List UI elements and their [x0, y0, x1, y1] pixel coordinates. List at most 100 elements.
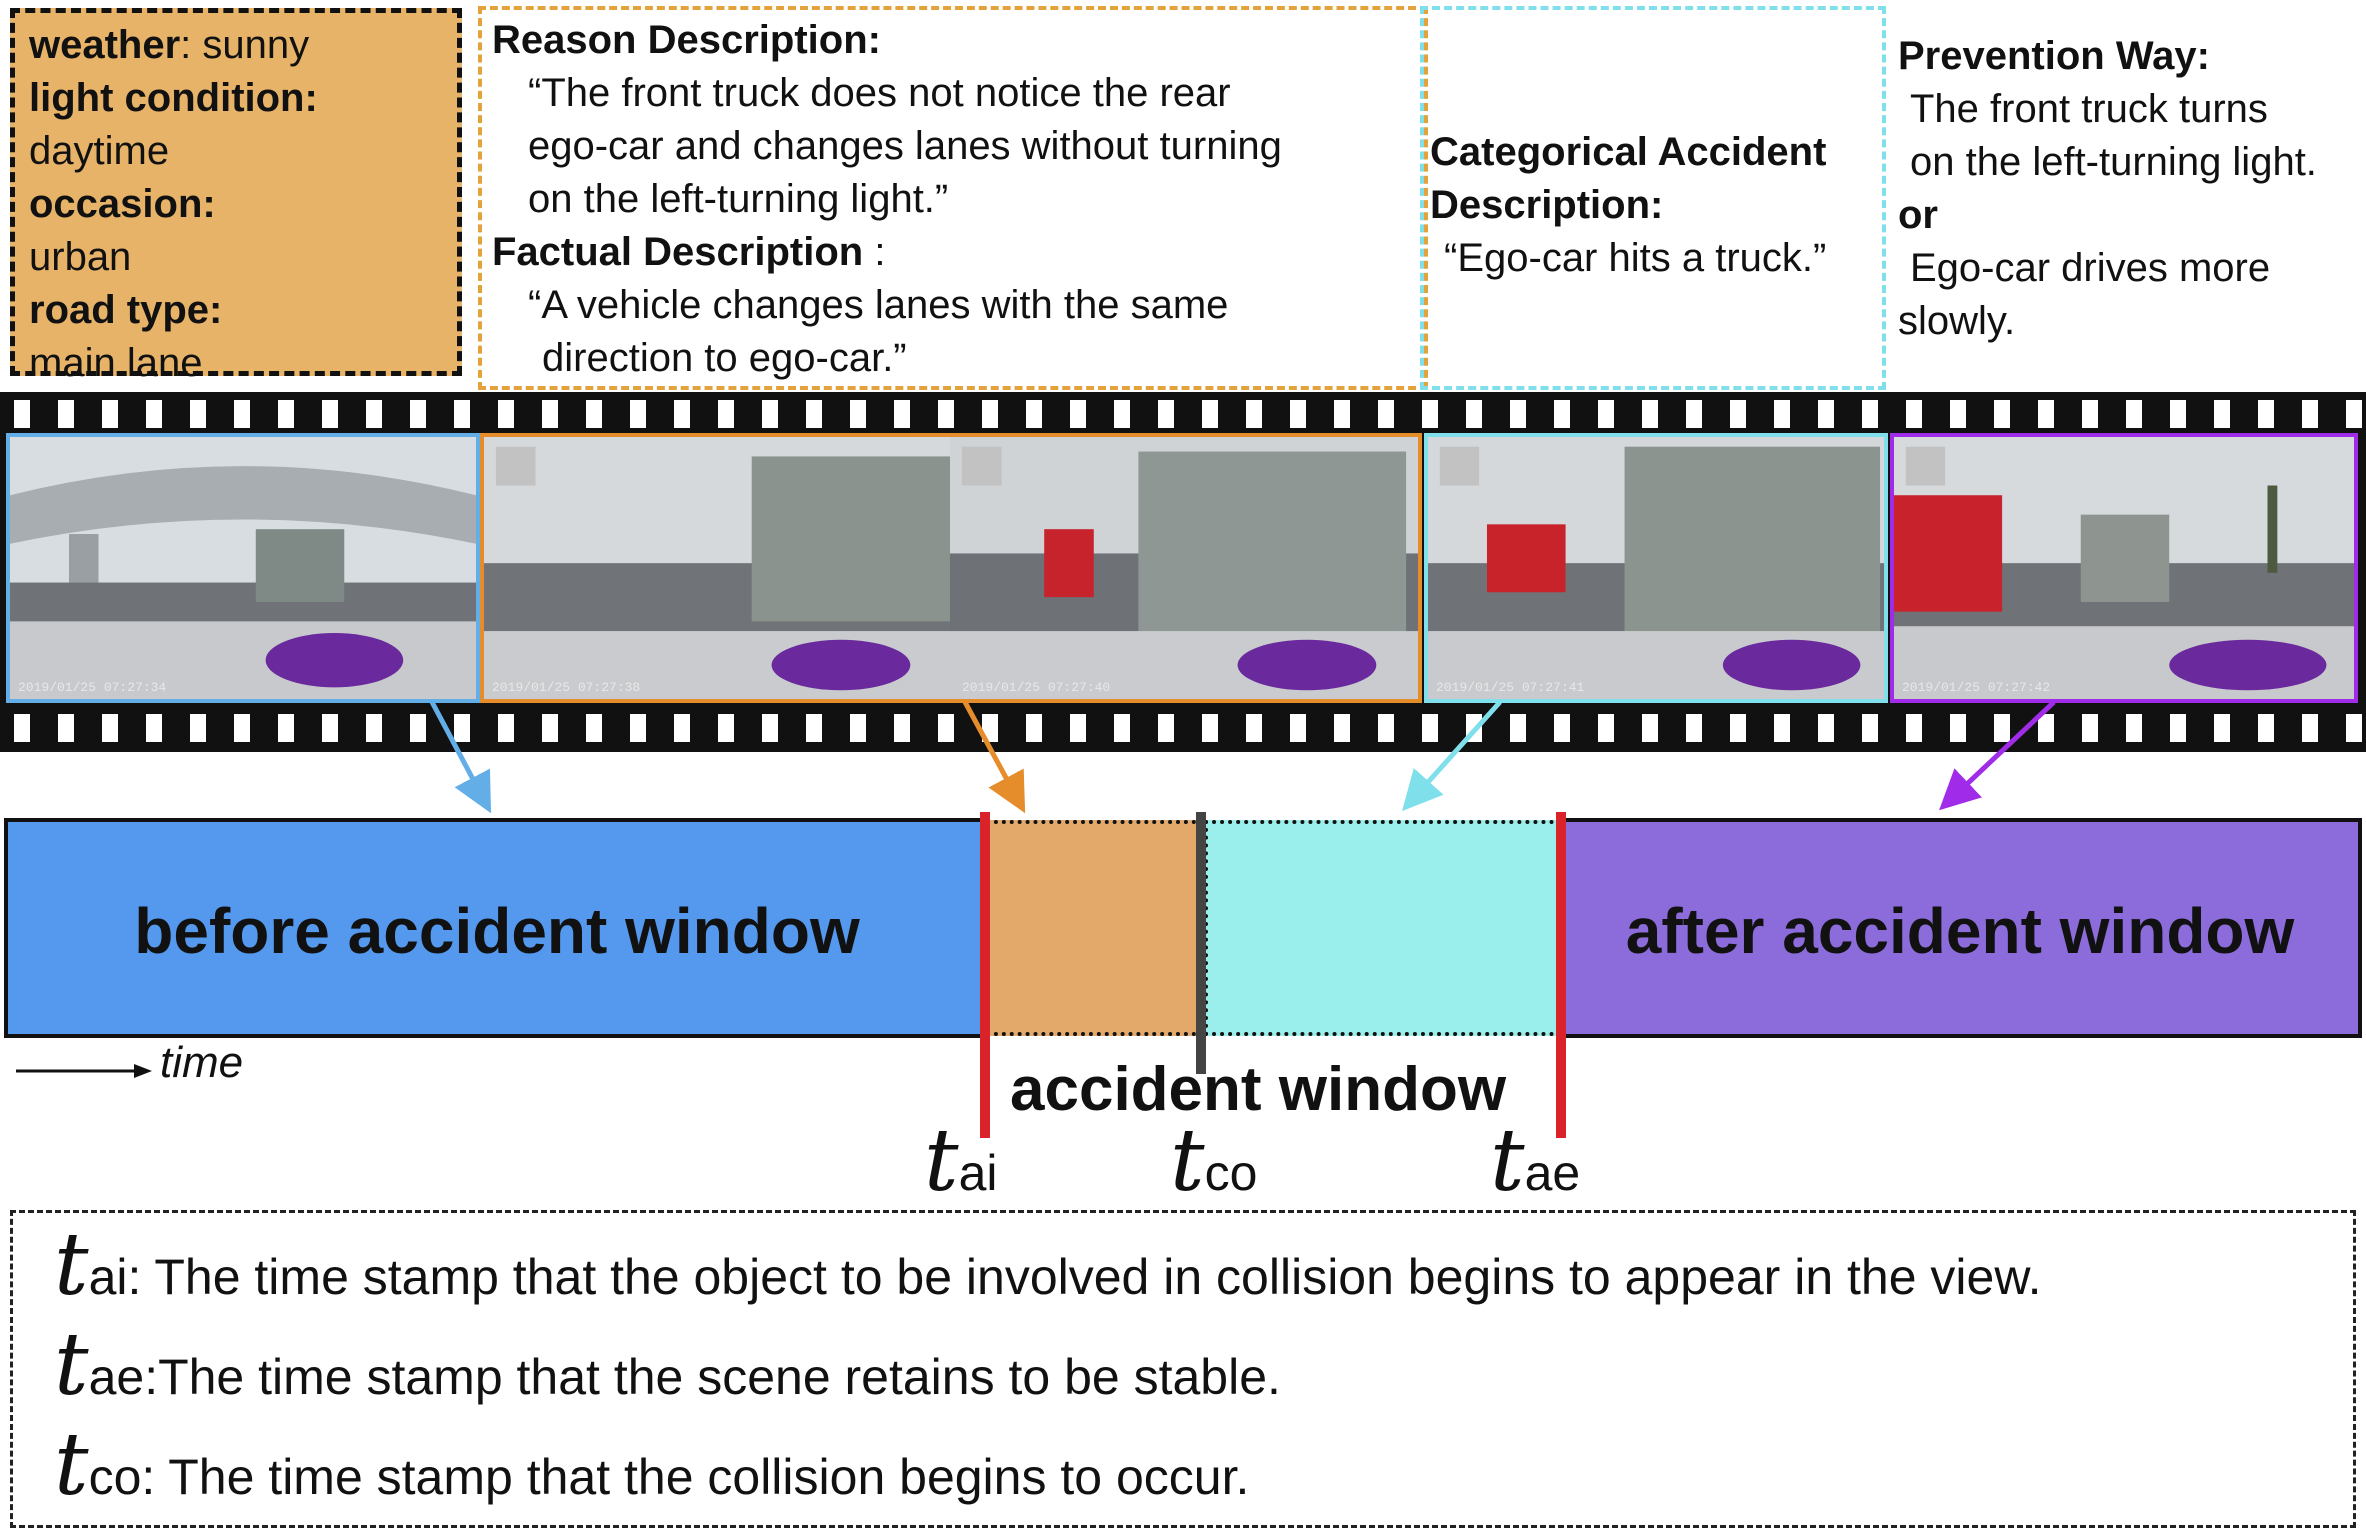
film-perforation [806, 400, 822, 428]
film-perforation [1554, 714, 1570, 742]
film-perforation [190, 714, 206, 742]
film-perforation [1246, 714, 1262, 742]
film-perforation [1378, 714, 1394, 742]
film-perforation [1114, 400, 1130, 428]
film-perforation [322, 714, 338, 742]
film-perforation [762, 400, 778, 428]
film-perforation [806, 714, 822, 742]
ai-to-co-window [986, 820, 1204, 1036]
film-perforation [410, 714, 426, 742]
film-perforation [894, 714, 910, 742]
film-perforation [1774, 400, 1790, 428]
film-perforation [762, 714, 778, 742]
categorical-box: Categorical Accident Description: “Ego-c… [1420, 6, 1886, 390]
film-perforation [1994, 400, 2010, 428]
film-perforation [674, 400, 690, 428]
film-perforation [894, 400, 910, 428]
arrow-ai [962, 700, 1026, 814]
film-perforation [1554, 400, 1570, 428]
frame-2-3-image [484, 437, 1418, 699]
prevention-heading: Prevention Way: [1898, 34, 2210, 78]
film-perforation [1642, 714, 1658, 742]
film-perforation [2038, 400, 2054, 428]
t-ai-label: tai [924, 1111, 998, 1211]
film-perforation [850, 400, 866, 428]
frame-2-3: 2019/01/25 07:27:38 2019/01/25 07:27:40 [480, 433, 1422, 703]
film-perforation [278, 400, 294, 428]
film-perforation [982, 714, 998, 742]
environment-box: weather: sunny light condition: daytime … [10, 8, 462, 385]
film-perforation [190, 400, 206, 428]
occasion-key: occasion: [29, 182, 216, 226]
prevention-line-2: on the left-turning light. [1910, 140, 2317, 184]
frame-5-timestamp: 2019/01/25 07:27:42 [1902, 680, 2051, 695]
time-label: time [160, 1038, 244, 1087]
film-perforation [1422, 400, 1438, 428]
prevention-line-1: The front truck turns [1910, 87, 2268, 131]
film-perforation [14, 714, 30, 742]
film-perforation [1422, 714, 1438, 742]
film-perforation [58, 714, 74, 742]
film-perforation [1686, 400, 1702, 428]
film-perforation [1906, 400, 1922, 428]
film-perforation [1598, 714, 1614, 742]
film-perforations [14, 400, 2362, 742]
film-perforation [2082, 714, 2098, 742]
film-perforation [498, 714, 514, 742]
film-perforation [146, 400, 162, 428]
film-perforation [542, 400, 558, 428]
film-perforation [1158, 400, 1174, 428]
film-perforation [630, 400, 646, 428]
film-perforation [1026, 714, 1042, 742]
film-perforation [1730, 400, 1746, 428]
film-perforation [2170, 400, 2186, 428]
film-perforation [102, 714, 118, 742]
prevention-line-3: Ego-car drives more [1910, 246, 2271, 290]
film-perforation [1642, 400, 1658, 428]
film-perforation [454, 714, 470, 742]
film-perforation [630, 714, 646, 742]
legend-ai: tai: The time stamp that the object to b… [54, 1215, 2042, 1315]
film-perforation [674, 714, 690, 742]
accident-window-label: accident window [1010, 1055, 1507, 1124]
film-perforation [366, 714, 382, 742]
film-perforation [2082, 400, 2098, 428]
film-perforation [1686, 714, 1702, 742]
film-perforation [410, 400, 426, 428]
reason-line-2: ego-car and changes lanes without turnin… [528, 124, 1282, 168]
film-perforation [2126, 714, 2142, 742]
film-perforation [322, 400, 338, 428]
light-value: daytime [29, 129, 170, 173]
film-perforation [982, 400, 998, 428]
film-perforation [498, 400, 514, 428]
occasion-value: urban [29, 235, 132, 279]
weather-value: : sunny [180, 23, 310, 67]
film-perforation [938, 714, 954, 742]
factual-line-2: direction to ego-car.” [542, 336, 907, 380]
arrow-before [429, 700, 492, 814]
t-ai-marker [980, 812, 990, 1138]
film-perforation [2346, 400, 2362, 428]
frame-1-timestamp: 2019/01/25 07:27:34 [18, 680, 167, 695]
film-perforation [1818, 400, 1834, 428]
film-perforation [278, 714, 294, 742]
frame-1-image [10, 437, 476, 699]
film-perforation [1202, 400, 1218, 428]
film-perforation [586, 714, 602, 742]
t-ae-marker [1556, 812, 1566, 1138]
factual-line-1: “A vehicle changes lanes with the same [528, 283, 1229, 327]
film-perforation [366, 400, 382, 428]
frame-2-timestamp: 2019/01/25 07:27:38 [492, 680, 641, 695]
film-perforation [1730, 714, 1746, 742]
film-perforation [850, 714, 866, 742]
film-perforation [2258, 714, 2274, 742]
film-perforation [234, 714, 250, 742]
reason-heading: Reason Description: [492, 18, 881, 62]
film-perforation [718, 714, 734, 742]
factual-colon: : [874, 230, 886, 274]
film-perforation [102, 400, 118, 428]
film-perforation [14, 400, 30, 428]
film-perforation [1158, 714, 1174, 742]
arrow-after [1939, 700, 2056, 811]
weather-key: weather [29, 23, 181, 67]
